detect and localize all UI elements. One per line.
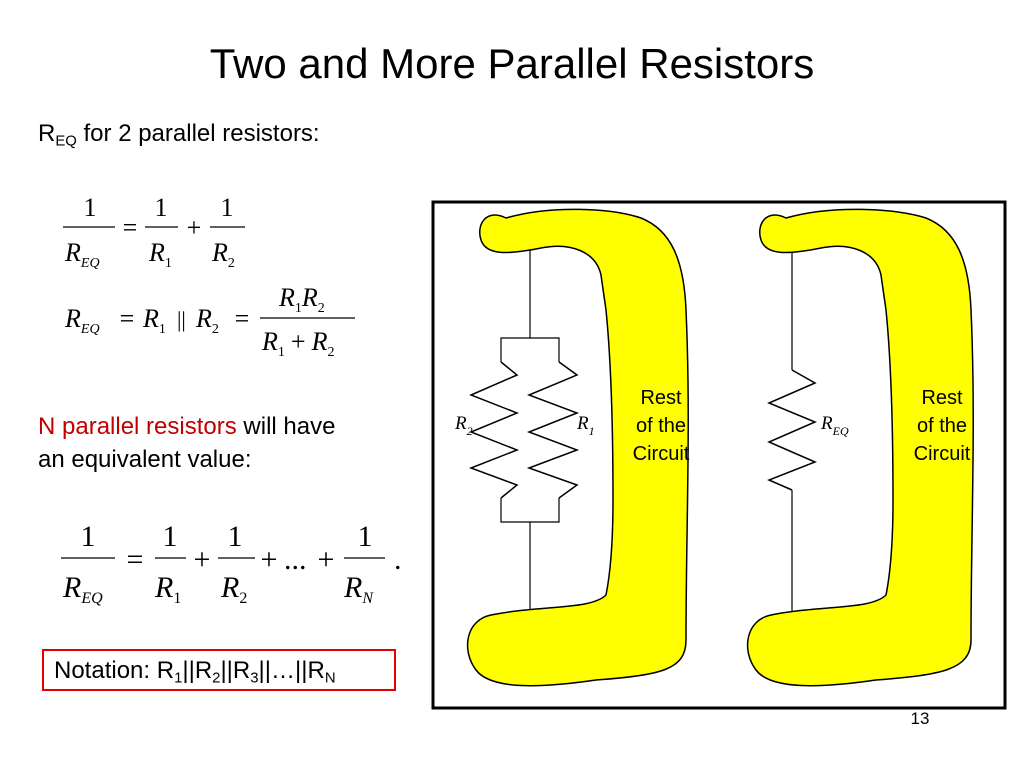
page-number: 13 bbox=[910, 709, 930, 728]
eq3-den-req: REQ bbox=[62, 571, 103, 607]
eq3-period: . bbox=[394, 543, 402, 576]
label-r1: R1 bbox=[576, 413, 595, 438]
eq3-num-rn: 1 bbox=[358, 520, 373, 553]
notation-sub-1: 1 bbox=[174, 670, 183, 687]
eq1-num-req: 1 bbox=[84, 193, 97, 222]
left-parallel-wires-bottom bbox=[500, 498, 560, 523]
notation-label: Notation: R bbox=[54, 657, 175, 684]
eq1-num-r1: 1 bbox=[155, 193, 168, 222]
eq3-num-r1: 1 bbox=[163, 520, 178, 553]
req-heading-sub: EQ bbox=[55, 133, 77, 150]
eq2-equals-2: = bbox=[235, 304, 250, 333]
right-rest-line3: Circuit bbox=[914, 443, 971, 465]
circuit-diagram: R2 R1 REQ Rest of the Circuit Rest of th… bbox=[431, 200, 1007, 710]
req-heading-r: R bbox=[38, 120, 56, 147]
eq2-numerator: R1R2 bbox=[278, 283, 325, 316]
eq2-parallel: || bbox=[177, 307, 186, 332]
notation-sub-2: 2 bbox=[212, 670, 221, 687]
eq3-den-r1: R1 bbox=[154, 571, 181, 607]
eq1-num-r2: 1 bbox=[221, 193, 234, 222]
n-parallel-highlight: N parallel resistors bbox=[38, 413, 237, 440]
eq3-dots: ... bbox=[284, 543, 307, 576]
eq2-r1: R1 bbox=[142, 304, 166, 337]
left-blob bbox=[466, 208, 689, 687]
n-parallel-text: N parallel resistors will have an equiva… bbox=[38, 410, 338, 476]
label-req: REQ bbox=[820, 413, 849, 438]
eq1-plus: + bbox=[187, 213, 202, 242]
eq3-plus-3: + bbox=[318, 543, 335, 576]
notation-sep-2: ||R bbox=[220, 657, 251, 684]
eq3-plus-1: + bbox=[194, 543, 211, 576]
notation-sub-n: N bbox=[324, 670, 336, 687]
eq3-num-r2: 1 bbox=[228, 520, 243, 553]
left-rest-line2: of the bbox=[636, 415, 686, 437]
eq2-equals-1: = bbox=[120, 304, 135, 333]
eq1-den-r1: R1 bbox=[148, 238, 172, 270]
eq1-den-req: REQ bbox=[64, 238, 100, 270]
eq1-equals: = bbox=[123, 213, 138, 242]
equation-n-resistors: 1 REQ = 1 R1 + 1 R2 + ... + 1 RN . bbox=[61, 520, 402, 607]
right-rest-line2: of the bbox=[917, 415, 967, 437]
eq3-num-req: 1 bbox=[81, 520, 96, 553]
req-heading-text: for 2 parallel resistors: bbox=[76, 120, 320, 147]
resistor-r1 bbox=[526, 361, 580, 499]
eq3-plus-2: + bbox=[261, 543, 278, 576]
left-rest-line3: Circuit bbox=[633, 443, 690, 465]
equation-parallel-product: REQ = R1 || R2 = R1R2 R1+R2 bbox=[64, 283, 355, 360]
left-rest-line1: Rest bbox=[640, 387, 682, 409]
notation-sep-3: ||…||R bbox=[258, 657, 325, 684]
eq3-den-rn: RN bbox=[343, 571, 374, 607]
left-parallel-wires bbox=[500, 337, 560, 362]
eq3-den-r2: R2 bbox=[220, 571, 247, 607]
right-rest-line1: Rest bbox=[921, 387, 963, 409]
eq3-equals: = bbox=[127, 543, 144, 576]
eq2-denominator: R1+R2 bbox=[261, 327, 334, 360]
eq2-req: REQ bbox=[64, 304, 100, 337]
eq1-den-r2: R2 bbox=[211, 238, 235, 270]
notation-sep-1: ||R bbox=[182, 657, 213, 684]
resistor-r2 bbox=[468, 361, 520, 499]
resistor-req bbox=[767, 369, 817, 491]
notation-sub-3: 3 bbox=[250, 670, 259, 687]
page-title: Two and More Parallel Resistors bbox=[209, 40, 815, 87]
eq2-r2: R2 bbox=[195, 304, 219, 337]
n-parallel-rest: will have an equivalent value: bbox=[38, 413, 336, 473]
equation-two-resistors: 1 REQ = 1 R1 + 1 R2 bbox=[63, 193, 245, 270]
notation-box: Notation: R1||R2||R3||…||RN bbox=[42, 649, 396, 691]
req-heading: REQ for 2 parallel resistors: bbox=[38, 120, 320, 150]
right-blob bbox=[746, 208, 974, 687]
label-r2: R2 bbox=[454, 413, 473, 438]
